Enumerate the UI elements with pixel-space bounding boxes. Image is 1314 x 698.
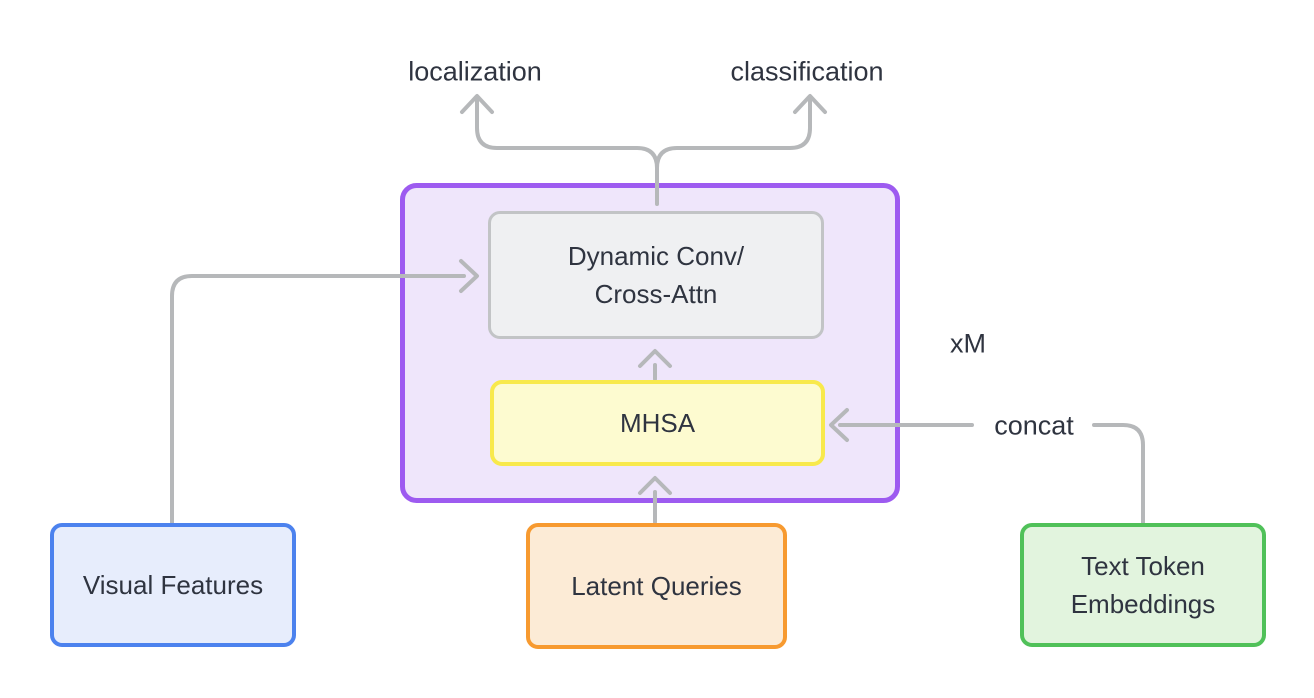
arrowhead-latent-to-mhsa-icon (638, 476, 672, 495)
repeat-count-label: xM (950, 328, 986, 359)
node-visual-features-label: Visual Features (82, 570, 264, 600)
arrowhead-visual-to-conv-icon (459, 259, 479, 293)
connector-output-classification (655, 98, 812, 170)
node-visual-features: Visual Features (50, 523, 296, 647)
node-text-token-embeddings-label-line1: Text Token (1081, 551, 1205, 581)
concat-label: concat (994, 410, 1074, 441)
output-label-localization: localization (408, 56, 542, 87)
connector-visual-to-conv (170, 274, 466, 525)
connector-text-to-concat (1092, 423, 1145, 525)
node-latent-queries-label: Latent Queries (571, 571, 742, 601)
node-dynamic-conv-label-line1: Dynamic Conv/ (567, 241, 745, 271)
node-dynamic-conv-label-line2: Cross-Attn (594, 279, 718, 309)
node-dynamic-conv: Dynamic Conv/ Cross-Attn (488, 211, 824, 339)
arrowhead-concat-to-mhsa-icon (829, 408, 849, 442)
output-label-classification: classification (730, 56, 884, 87)
node-text-token-embeddings-label-line2: Embeddings (1070, 589, 1216, 619)
node-mhsa-label: MHSA (619, 408, 696, 438)
arrowhead-mhsa-to-conv-icon (638, 349, 672, 368)
arrowhead-localization-icon (460, 94, 494, 114)
node-mhsa: MHSA (490, 380, 825, 466)
connector-output-localization (475, 98, 659, 206)
node-text-token-embeddings: Text Token Embeddings (1020, 523, 1266, 647)
arrowhead-classification-icon (793, 94, 827, 114)
node-latent-queries: Latent Queries (526, 523, 787, 649)
connector-group (170, 94, 1145, 525)
